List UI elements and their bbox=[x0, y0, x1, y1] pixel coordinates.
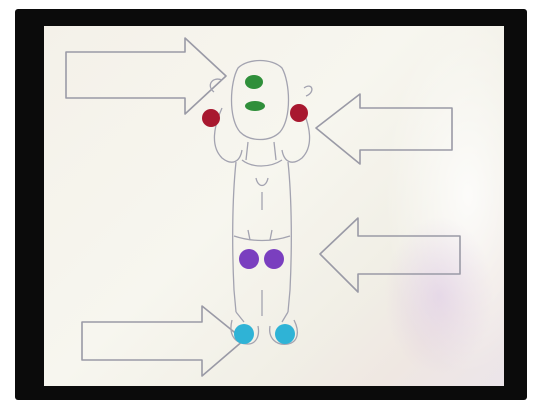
right-hip-dot bbox=[264, 249, 284, 269]
arrow-top-right bbox=[316, 94, 452, 164]
arrow-top-left bbox=[66, 38, 226, 114]
colored-markers bbox=[202, 75, 308, 344]
right-hand-dot bbox=[290, 104, 308, 122]
eye-dot-top bbox=[245, 75, 263, 89]
arrow-middle-right bbox=[320, 218, 460, 292]
right-foot-dot bbox=[275, 324, 295, 344]
eye-dot-bottom bbox=[245, 101, 265, 111]
left-hip-dot bbox=[239, 249, 259, 269]
left-hand-dot bbox=[202, 109, 220, 127]
left-foot-dot bbox=[234, 324, 254, 344]
arrow-bottom-left bbox=[82, 306, 244, 376]
